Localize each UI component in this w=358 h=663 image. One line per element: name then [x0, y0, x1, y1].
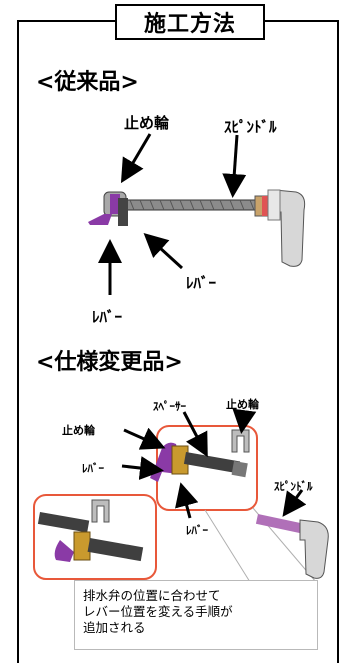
label-spindle: ｽﾋﾟﾝﾄﾞﾙ: [224, 118, 277, 136]
stop-ring: [110, 194, 120, 214]
page-title: 施工方法: [115, 4, 265, 40]
highlight-box-lower: [33, 494, 157, 580]
heading-changed-spec: <仕様変更品>: [36, 350, 183, 375]
spacer-assembly: [150, 429, 250, 482]
label-stop-ring-top: 止め輪: [226, 398, 259, 411]
spindle-handle-right: [255, 514, 329, 579]
lever-arm: [88, 214, 112, 225]
note-line-1: 排水弁の位置に合わせて: [83, 588, 221, 603]
label-lever-bottom-changed: ﾚﾊﾞｰ: [186, 524, 208, 537]
label-lever-bottom: ﾚﾊﾞｰ: [92, 308, 123, 326]
spindle-rod: [120, 200, 280, 210]
label-lever-left: ﾚﾊﾞｰ: [82, 462, 104, 475]
label-lever-right: ﾚﾊﾞｰ: [186, 274, 217, 292]
label-stop-ring: 止め輪: [124, 114, 170, 132]
heading-conventional: <従来品>: [36, 70, 139, 95]
lower-left-assembly: [37, 499, 144, 562]
note-box: 排水弁の位置に合わせて レバー位置を変える手順が 追加される: [74, 580, 318, 650]
note-line-2: レバー位置を変える手順が: [83, 604, 233, 619]
label-spindle-changed: ｽﾋﾟﾝﾄﾞﾙ: [274, 480, 313, 493]
conventional-assembly: [88, 189, 306, 267]
note-line-3: 追加される: [83, 620, 146, 635]
label-spacer: ｽﾍﾟｰｻｰ: [153, 400, 186, 413]
label-stop-ring-left: 止め輪: [62, 424, 95, 437]
